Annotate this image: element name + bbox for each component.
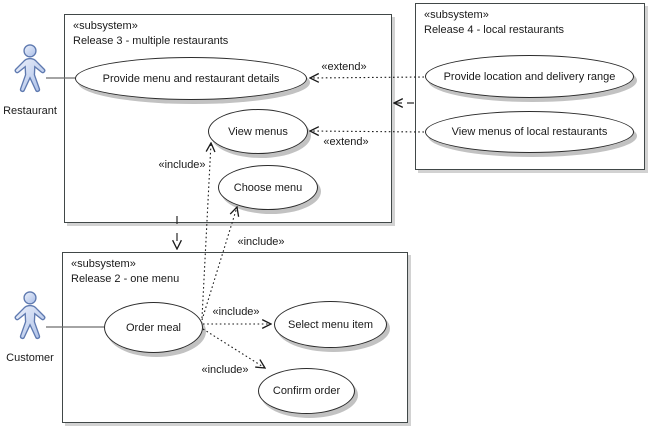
include-label: «include»: [201, 364, 249, 376]
extend-label: «extend»: [323, 136, 369, 148]
usecase-order-meal: Order meal: [104, 302, 203, 353]
person-icon: [14, 291, 46, 340]
include-label: «include»: [237, 236, 285, 248]
subsystem-header: «subsystem» Release 4 - local restaurant…: [424, 8, 564, 38]
extend-label: «extend»: [321, 61, 367, 73]
usecase-label: Provide location and delivery range: [443, 70, 616, 83]
actor-label: Customer: [6, 352, 54, 364]
usecase-label: View menus: [228, 125, 288, 138]
subsystem-stereotype: «subsystem»: [424, 9, 489, 21]
actor-restaurant: Restaurant: [2, 42, 58, 117]
usecase-label: Select menu item: [288, 318, 373, 331]
subsystem-header: «subsystem» Release 2 - one menu: [71, 257, 179, 287]
usecase-label: View menus of local restaurants: [451, 126, 608, 138]
subsystem-stereotype: «subsystem»: [71, 258, 136, 270]
subsystem-name: Release 2 - one menu: [71, 273, 180, 285]
usecase-label: Choose menu: [233, 181, 303, 194]
usecase-label: Order meal: [125, 321, 182, 334]
usecase-select-menu-item: Select menu item: [274, 301, 387, 348]
actor-customer: Customer: [2, 289, 58, 364]
include-label: «include»: [212, 306, 260, 318]
usecase-provide-menu-and-restaurant-details: Provide menu and restaurant details: [75, 57, 307, 100]
person-icon: [14, 44, 46, 93]
usecase-confirm-order: Confirm order: [258, 368, 355, 414]
usecase-choose-menu: Choose menu: [218, 165, 318, 210]
usecase-view-menus: View menus: [208, 109, 308, 154]
usecase-provide-location-and-delivery-range: Provide location and delivery range: [425, 55, 634, 98]
subsystem-header: «subsystem» Release 3 - multiple restaur…: [73, 19, 228, 49]
usecase-label: Confirm order: [272, 385, 341, 397]
usecase-label: Provide menu and restaurant details: [102, 72, 280, 85]
include-label: «include»: [158, 159, 206, 171]
subsystem-name: Release 4 - local restaurants: [424, 24, 565, 36]
subsystem-stereotype: «subsystem»: [73, 20, 138, 32]
subsystem-name: Release 3 - multiple restaurants: [73, 35, 229, 47]
usecase-view-menus-of-local-restaurants: View menus of local restaurants: [425, 111, 634, 153]
actor-label: Restaurant: [3, 105, 57, 117]
